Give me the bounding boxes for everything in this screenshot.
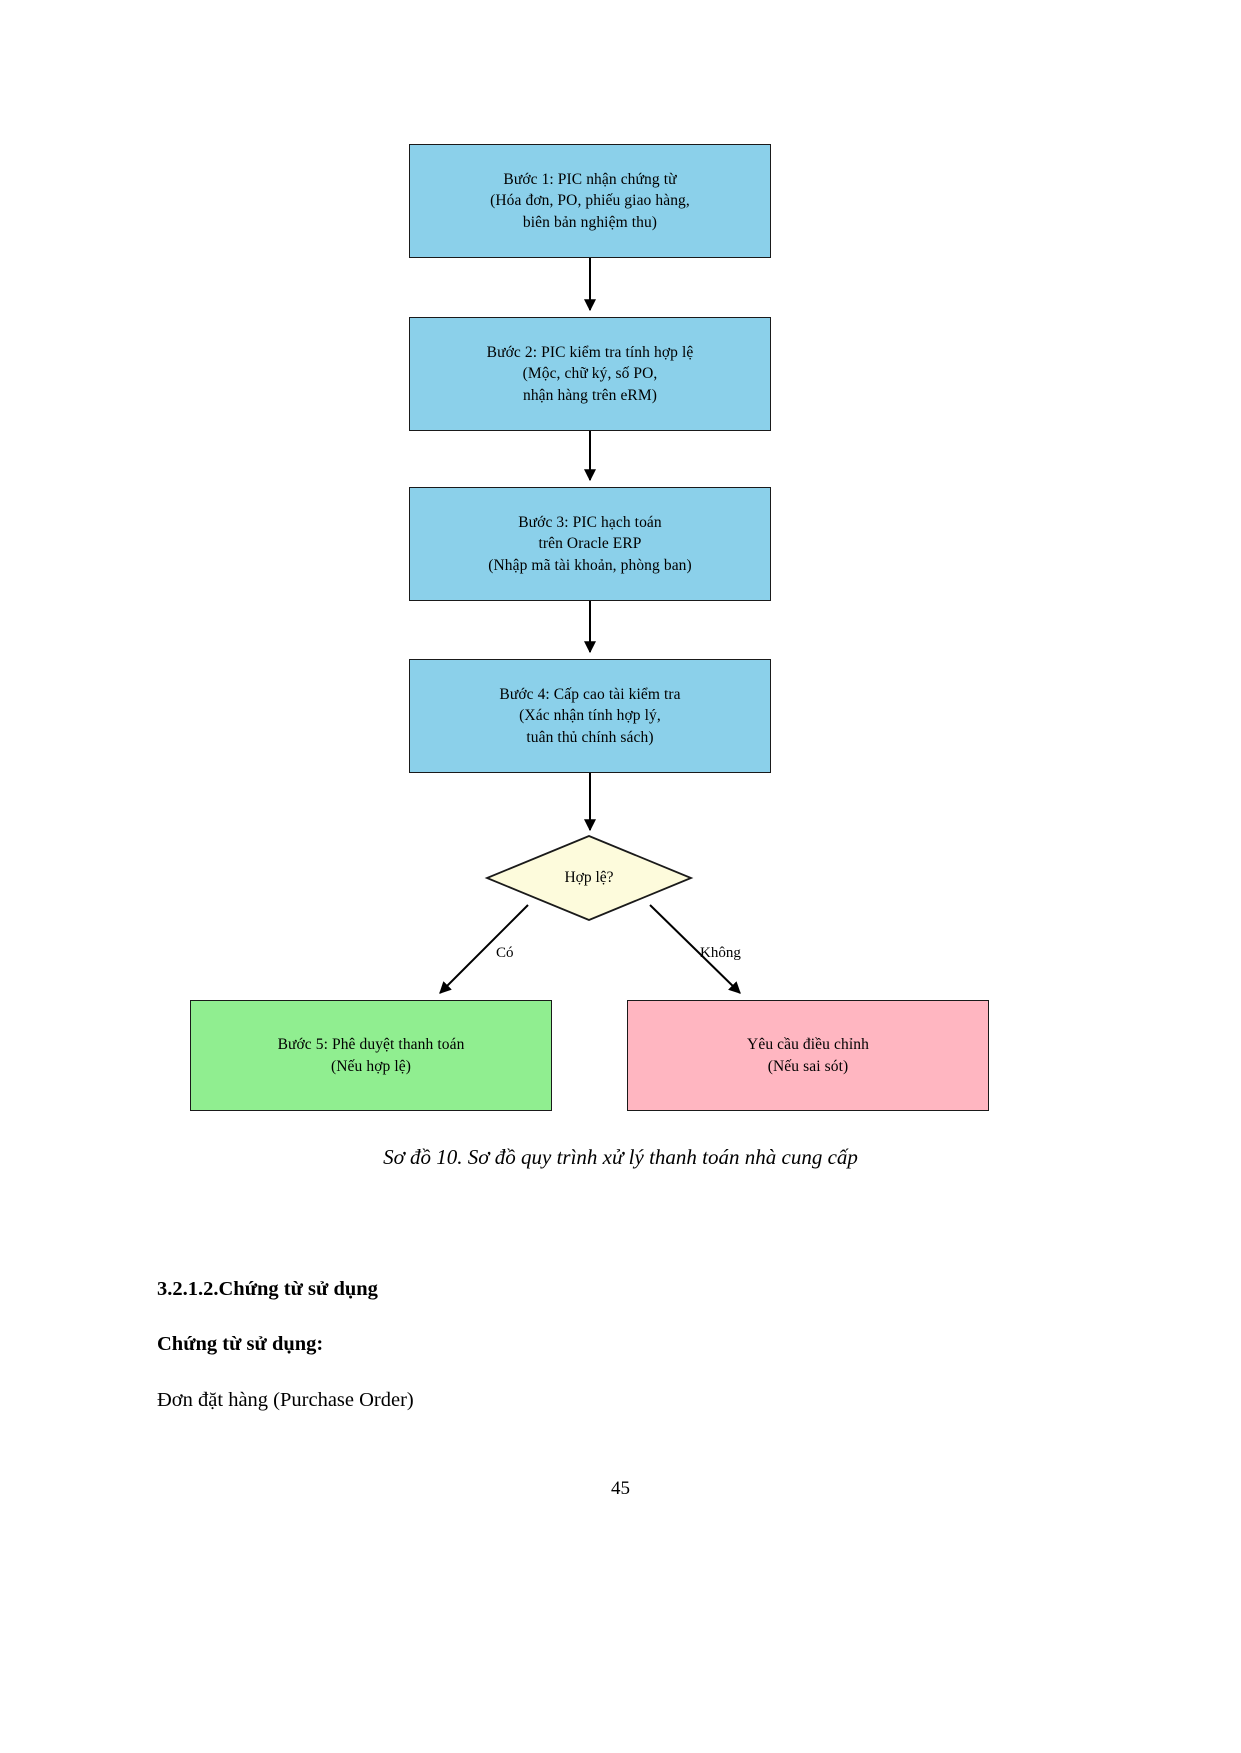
section-heading: 3.2.1.2.Chứng từ sử dụng	[157, 1278, 378, 1300]
page-number: 45	[611, 1478, 630, 1499]
connector-decision-yes	[439, 904, 529, 994]
flow-node-step-2: Bước 2: PIC kiểm tra tính hợp lệ (Mộc, c…	[409, 317, 771, 431]
flow-node-step-3: Bước 3: PIC hạch toán trên Oracle ERP (N…	[409, 487, 771, 601]
flow-node-step-2-label: Bước 2: PIC kiểm tra tính hợp lệ (Mộc, c…	[486, 343, 694, 404]
flow-node-decision: Hợp lệ?	[487, 836, 691, 920]
flow-node-step-3-label: Bước 3: PIC hạch toán trên Oracle ERP (N…	[488, 513, 692, 574]
flow-node-step-1: Bước 1: PIC nhận chứng từ (Hóa đơn, PO, …	[409, 144, 771, 258]
figure-caption: Sơ đồ 10. Sơ đồ quy trình xử lý thanh to…	[383, 1145, 858, 1169]
edge-label-no: Không	[700, 945, 741, 961]
flow-node-step-5-label: Bước 5: Phê duyệt thanh toán (Nếu hợp lệ…	[277, 1036, 465, 1075]
connector-decision-no	[649, 904, 741, 994]
flow-node-step-5: Bước 5: Phê duyệt thanh toán (Nếu hợp lệ…	[190, 1000, 552, 1111]
flow-node-step-1-label: Bước 1: PIC nhận chứng từ (Hóa đơn, PO, …	[490, 170, 690, 231]
decision-diamond-shape	[484, 835, 694, 921]
flow-node-step-4: Bước 4: Cấp cao tài kiểm tra (Xác nhận t…	[409, 659, 771, 773]
flow-node-step-4-label: Bước 4: Cấp cao tài kiểm tra (Xác nhận t…	[499, 685, 681, 746]
flowchart: Bước 1: PIC nhận chứng từ (Hóa đơn, PO, …	[190, 144, 989, 1111]
flow-node-adjustment-request-label: Yêu cầu điều chỉnh (Nếu sai sót)	[747, 1036, 869, 1075]
flowchart-connectors	[439, 258, 741, 994]
flow-node-decision-label: Hợp lệ?	[564, 869, 614, 886]
subsection-heading: Chứng từ sử dụng:	[157, 1333, 324, 1355]
edge-label-yes: Có	[496, 945, 514, 961]
body-paragraph: Đơn đặt hàng (Purchase Order)	[157, 1389, 414, 1411]
flow-node-adjustment-request: Yêu cầu điều chỉnh (Nếu sai sót)	[627, 1000, 989, 1111]
